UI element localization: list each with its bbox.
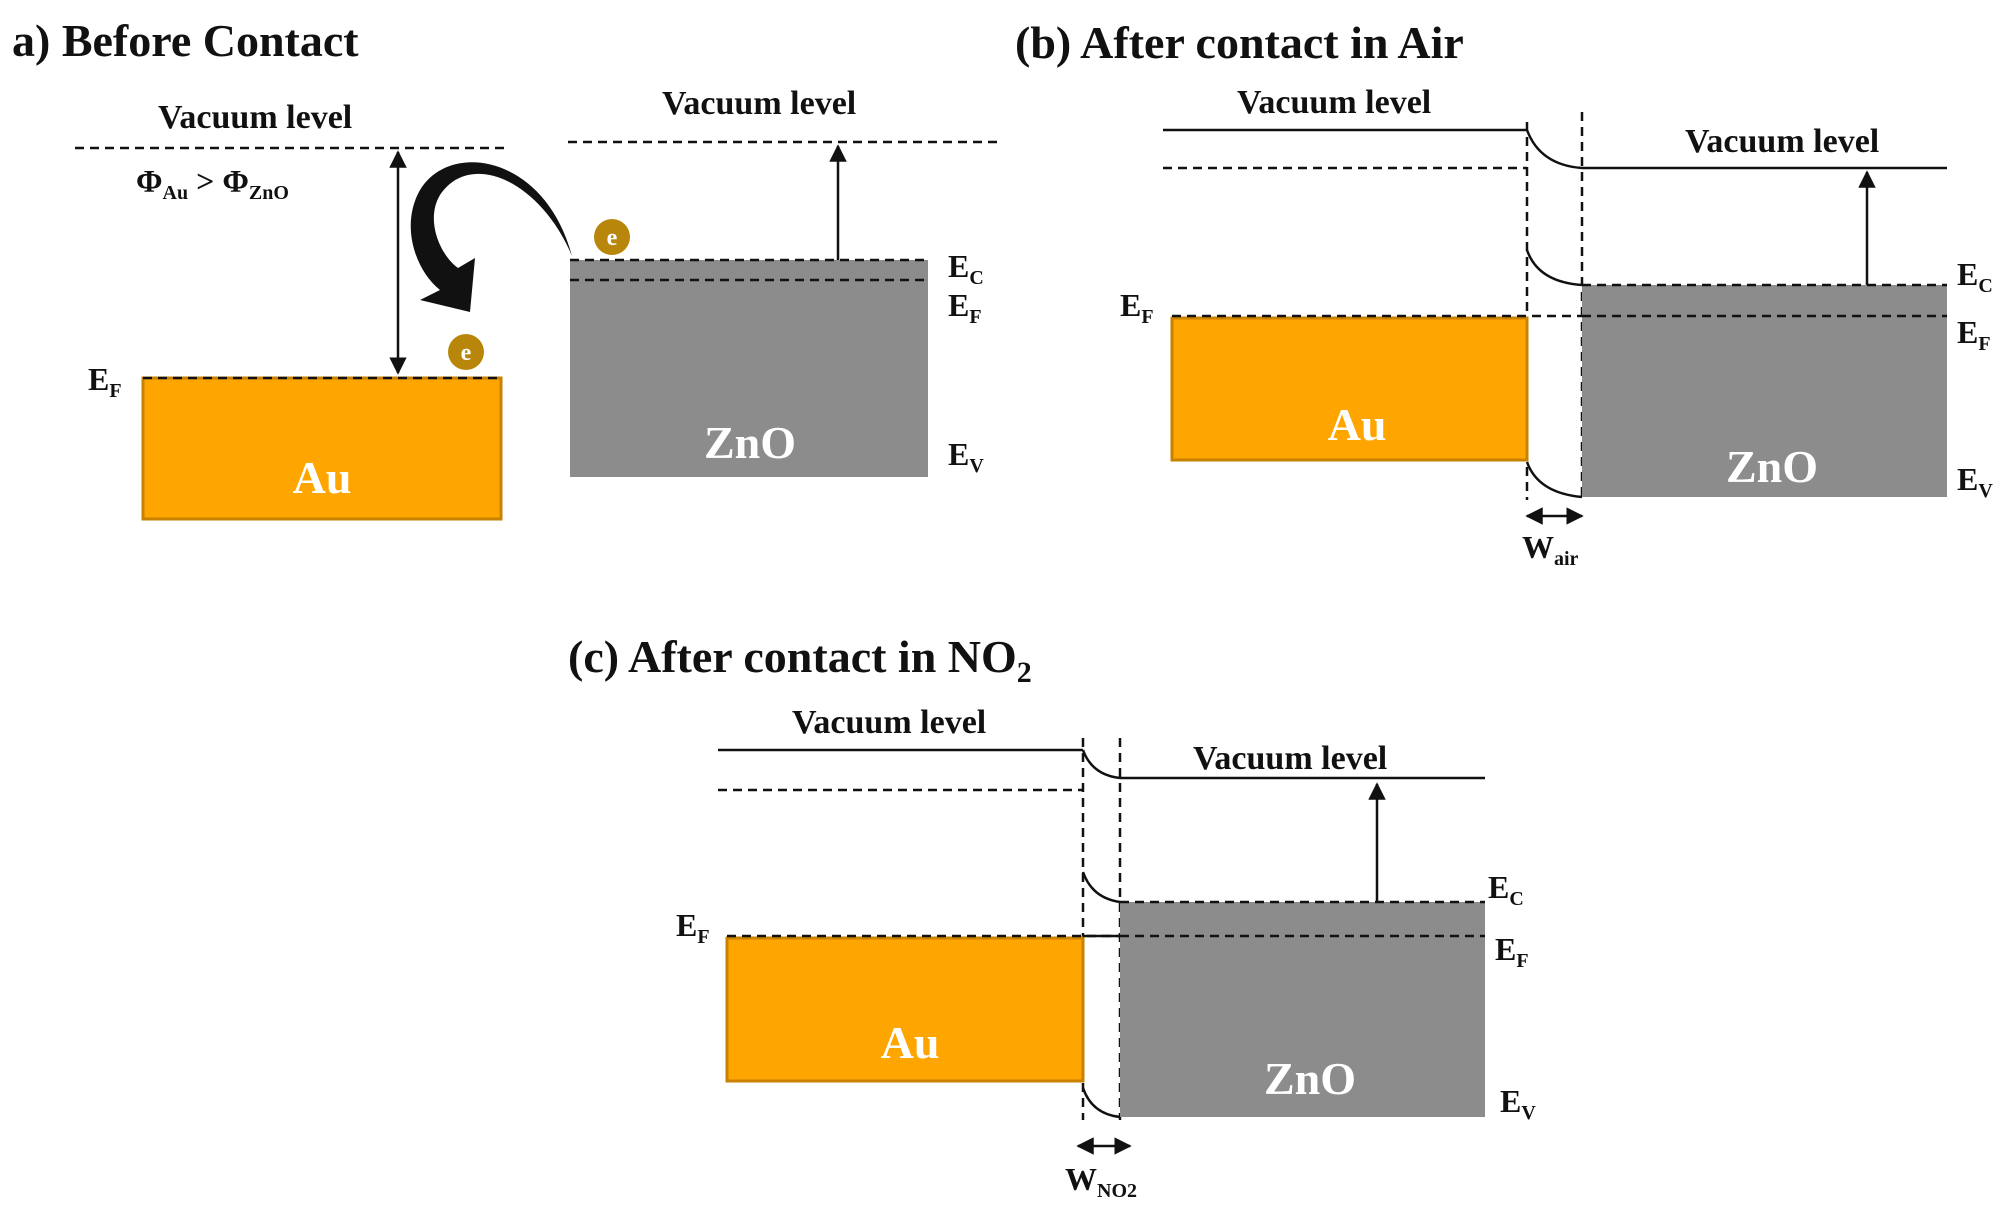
panel-b-vacuum-bend — [1525, 129, 1583, 170]
panel-c-au-label: Au — [881, 1017, 940, 1068]
panel-c-zno-label: ZnO — [1264, 1053, 1356, 1104]
panel-a-electron-au: e — [448, 334, 484, 370]
panel-c-depletion-width-label: WNO2 — [1065, 1161, 1137, 1202]
panel-c-vacuum-level-zno-label: Vacuum level — [1193, 740, 1387, 777]
panel-c: (c) After contact in NO2 Vacuum level Va… — [568, 631, 1536, 1202]
panel-b-ef-au-label: EF — [1120, 287, 1154, 328]
panel-a-electron-zno: e — [594, 219, 630, 255]
panel-b-ef-zno-label: EF — [1957, 314, 1991, 355]
panel-a-ev-label: EV — [948, 436, 984, 477]
panel-a: a) Before Contact Vacuum level Vacuum le… — [12, 15, 998, 521]
panel-b-zno-block — [1582, 285, 1947, 497]
panel-b-vacuum-level-zno-label: Vacuum level — [1685, 123, 1879, 160]
panel-c-ec-label: EC — [1488, 869, 1524, 910]
panel-a-au-block — [141, 376, 503, 521]
panel-b-ev-label: EV — [1957, 461, 1993, 502]
panel-c-ev-label: EV — [1500, 1083, 1536, 1124]
panel-a-au-label: Au — [293, 452, 352, 503]
electron-transfer-arrow — [410, 162, 572, 312]
panel-a-ec-label: EC — [948, 248, 984, 289]
panel-b-ec-label: EC — [1957, 256, 1993, 297]
panel-c-ef-zno-label: EF — [1495, 931, 1529, 972]
panel-b: (b) After contact in Air Vacuum level Va… — [1015, 17, 1993, 570]
panel-b-ev-bend — [1525, 461, 1583, 499]
panel-a-ef-au-label: EF — [88, 361, 122, 402]
panel-b-ec-bend — [1525, 249, 1583, 287]
panel-a-title: a) Before Contact — [12, 15, 359, 66]
panel-a-work-function-relation: ΦAu > ΦZnO — [136, 163, 289, 204]
panel-c-vacuum-bend — [1081, 749, 1121, 780]
panel-c-ev-bend — [1081, 1087, 1121, 1119]
panel-a-electron-zno-label: e — [607, 225, 618, 251]
panel-c-title: (c) After contact in NO2 — [568, 631, 1032, 689]
panel-a-zno-label: ZnO — [704, 417, 796, 468]
panel-b-vacuum-level-au-label: Vacuum level — [1237, 84, 1431, 121]
panel-b-au-label: Au — [1328, 399, 1387, 450]
panel-b-title: (b) After contact in Air — [1015, 17, 1464, 68]
panel-a-ef-zno-label: EF — [948, 287, 982, 328]
panel-c-zno-block — [1120, 902, 1485, 1117]
panel-c-vacuum-level-au-label: Vacuum level — [792, 704, 986, 741]
panel-a-vacuum-level-zno-label: Vacuum level — [662, 85, 856, 122]
panel-a-vacuum-level-au-label: Vacuum level — [158, 99, 352, 136]
panel-b-zno-label: ZnO — [1726, 441, 1818, 492]
panel-c-ef-au-label: EF — [676, 907, 710, 948]
panel-b-depletion-width-label: Wair — [1522, 529, 1579, 570]
panel-c-ec-bend — [1081, 871, 1121, 904]
panel-a-electron-au-label: e — [461, 340, 472, 366]
panel-a-zno-block — [570, 260, 928, 477]
panel-b-au-block — [1170, 316, 1529, 462]
panel-c-au-block — [725, 936, 1085, 1083]
